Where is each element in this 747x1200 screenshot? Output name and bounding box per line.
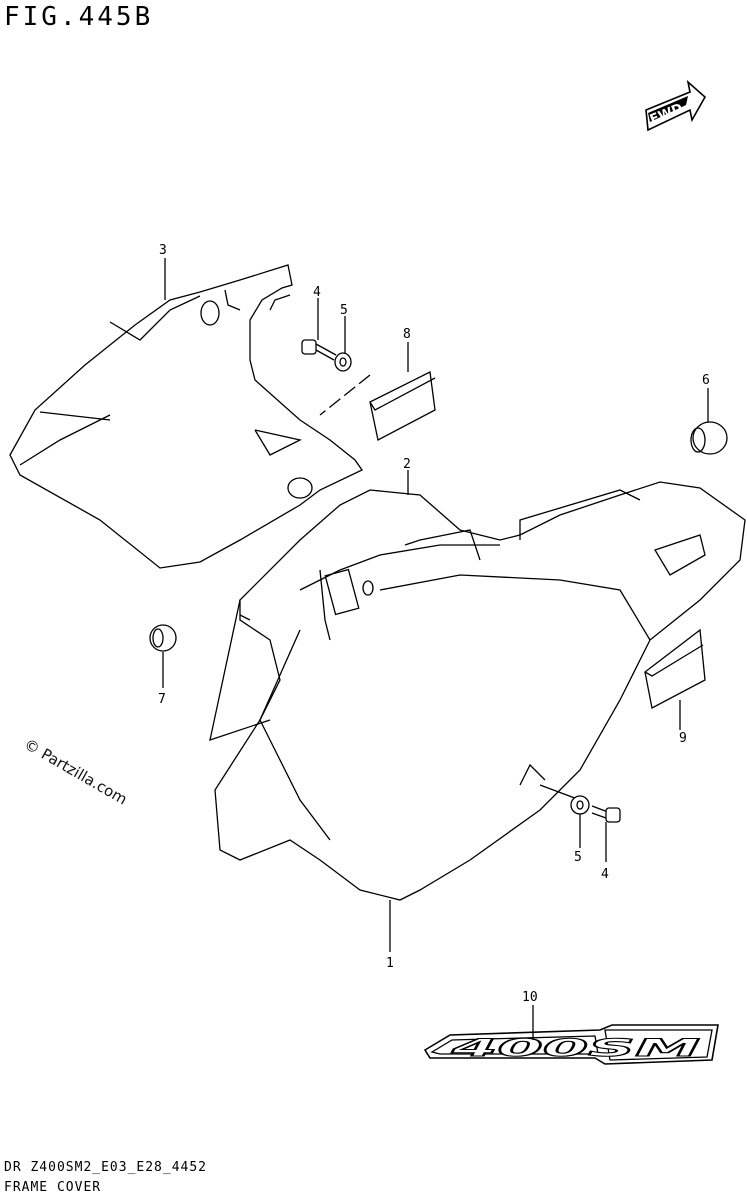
callout-part-7: 7: [158, 692, 166, 707]
part-10-emblem: 400SM: [423, 1024, 719, 1065]
callout-part-4-lower: 4: [601, 867, 609, 882]
part-5-washer-upper: [334, 352, 352, 372]
diagram-section-name: FRAME COVER: [4, 1180, 102, 1195]
callout-part-8: 8: [403, 327, 411, 342]
leader-line-bolt-upper: [319, 374, 371, 416]
callout-part-2: 2: [403, 457, 411, 472]
callout-part-3: 3: [159, 243, 167, 258]
leader-line-bolt-lower: [539, 784, 581, 801]
callout-part-6: 6: [702, 373, 710, 388]
figure-title: FIG.445B: [4, 2, 154, 32]
callout-part-10: 10: [522, 990, 538, 1005]
part-5-washer-lower: [570, 795, 590, 815]
callout-leaders: [162, 258, 709, 1040]
part-9-pad: [644, 628, 706, 709]
fwd-direction-badge: FWD: [645, 79, 707, 132]
callout-part-4-upper: 4: [313, 285, 321, 300]
callout-part-5-lower: 5: [574, 850, 582, 865]
diagram-model-code: DR Z400SM2_E03_E28_4452: [4, 1160, 208, 1175]
callout-part-5-upper: 5: [340, 303, 348, 318]
emblem-text: 400SM: [449, 1034, 700, 1062]
part-3-frame-cover-upper: [9, 264, 363, 569]
part-6-grommet: [690, 421, 728, 455]
part-1-frame-cover-main: [209, 481, 746, 901]
part-8-pad: [369, 371, 436, 441]
part-7-grommet: [149, 624, 177, 652]
part-4-bolt-lower: [591, 805, 621, 823]
callout-part-1: 1: [386, 956, 394, 971]
callout-part-9: 9: [679, 731, 687, 746]
part-4-bolt-upper: [301, 339, 337, 361]
